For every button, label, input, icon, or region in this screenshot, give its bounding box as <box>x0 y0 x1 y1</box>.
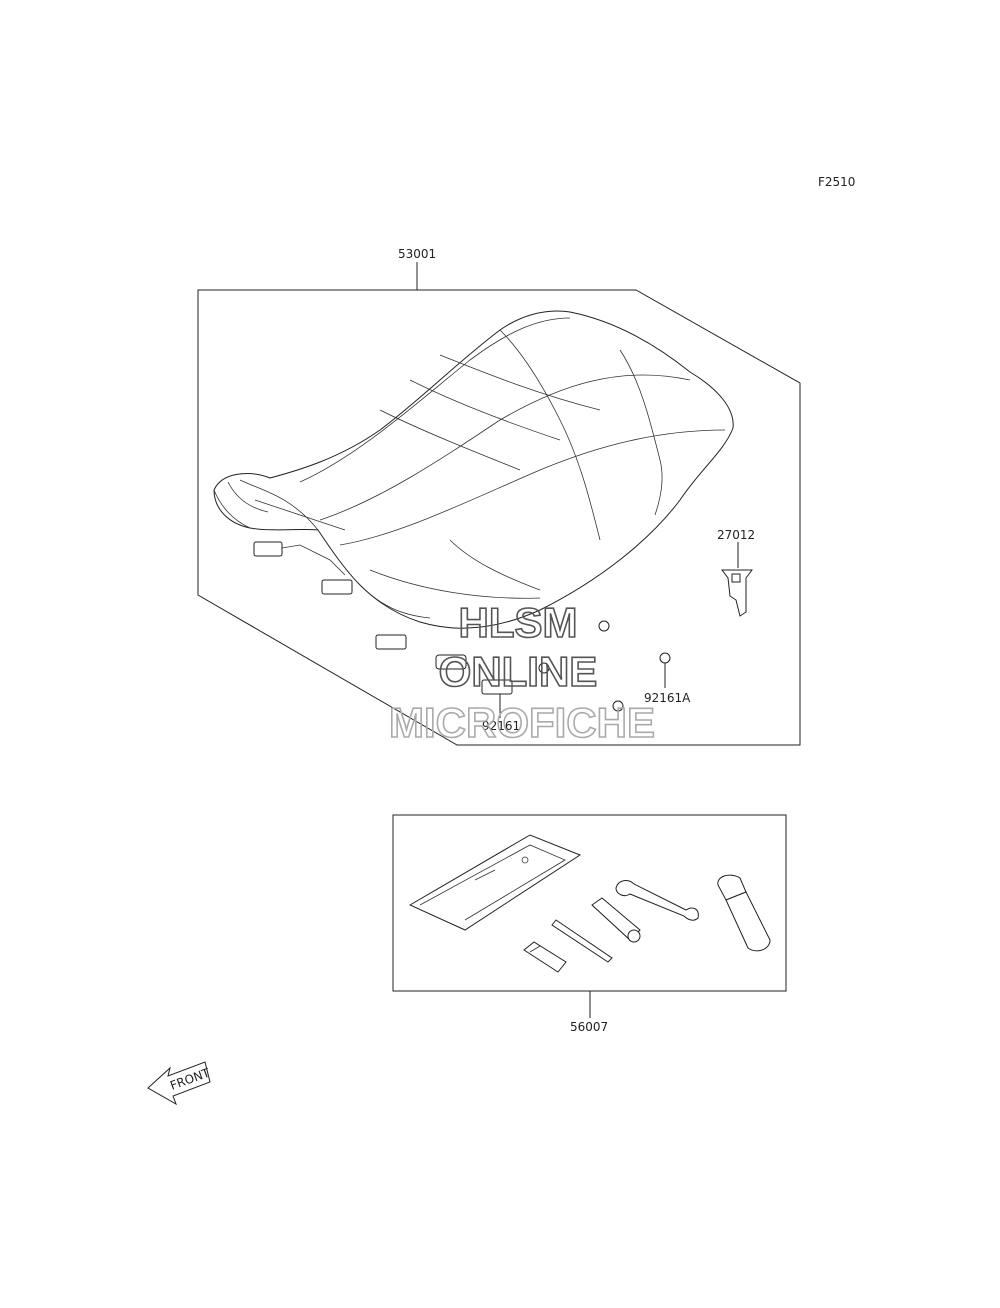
watermark-line1: HLSM <box>459 599 578 646</box>
handle-icon <box>717 874 771 952</box>
damper-92161A[interactable] <box>538 620 671 712</box>
tool-kit-drawing[interactable] <box>408 834 771 973</box>
watermark-line2: ONLINE <box>439 648 598 695</box>
part-label-92161[interactable]: 92161 <box>482 719 520 733</box>
part-label-53001[interactable]: 53001 <box>398 247 436 261</box>
seat-group-outline <box>197 289 801 746</box>
seat-body <box>213 310 734 629</box>
tool-bag-icon <box>408 834 582 931</box>
seat-assembly-group: 53001 <box>197 247 801 746</box>
part-label-56007[interactable]: 56007 <box>570 1020 608 1034</box>
hook-27012[interactable] <box>721 542 753 617</box>
front-arrow-icon: FRONT <box>147 1061 212 1106</box>
seat-drawing[interactable] <box>213 310 734 629</box>
seat-tab-2 <box>321 579 353 595</box>
screwdriver-handle-icon <box>523 941 567 973</box>
part-label-27012[interactable]: 27012 <box>717 528 755 542</box>
damper-92161[interactable] <box>375 634 513 718</box>
watermark-line3: MICROFICHE <box>389 699 655 746</box>
plug-wrench-icon <box>591 897 641 943</box>
seat-tab-1 <box>253 541 283 557</box>
spanner-icon <box>615 880 699 921</box>
tool-kit-group: 56007 <box>392 814 787 1034</box>
part-label-92161A[interactable]: 92161A <box>644 691 691 705</box>
screwdriver-icon <box>551 919 613 963</box>
figure-code: F2510 <box>818 175 855 189</box>
watermark: HLSM ONLINE MICROFICHE <box>388 598 656 747</box>
